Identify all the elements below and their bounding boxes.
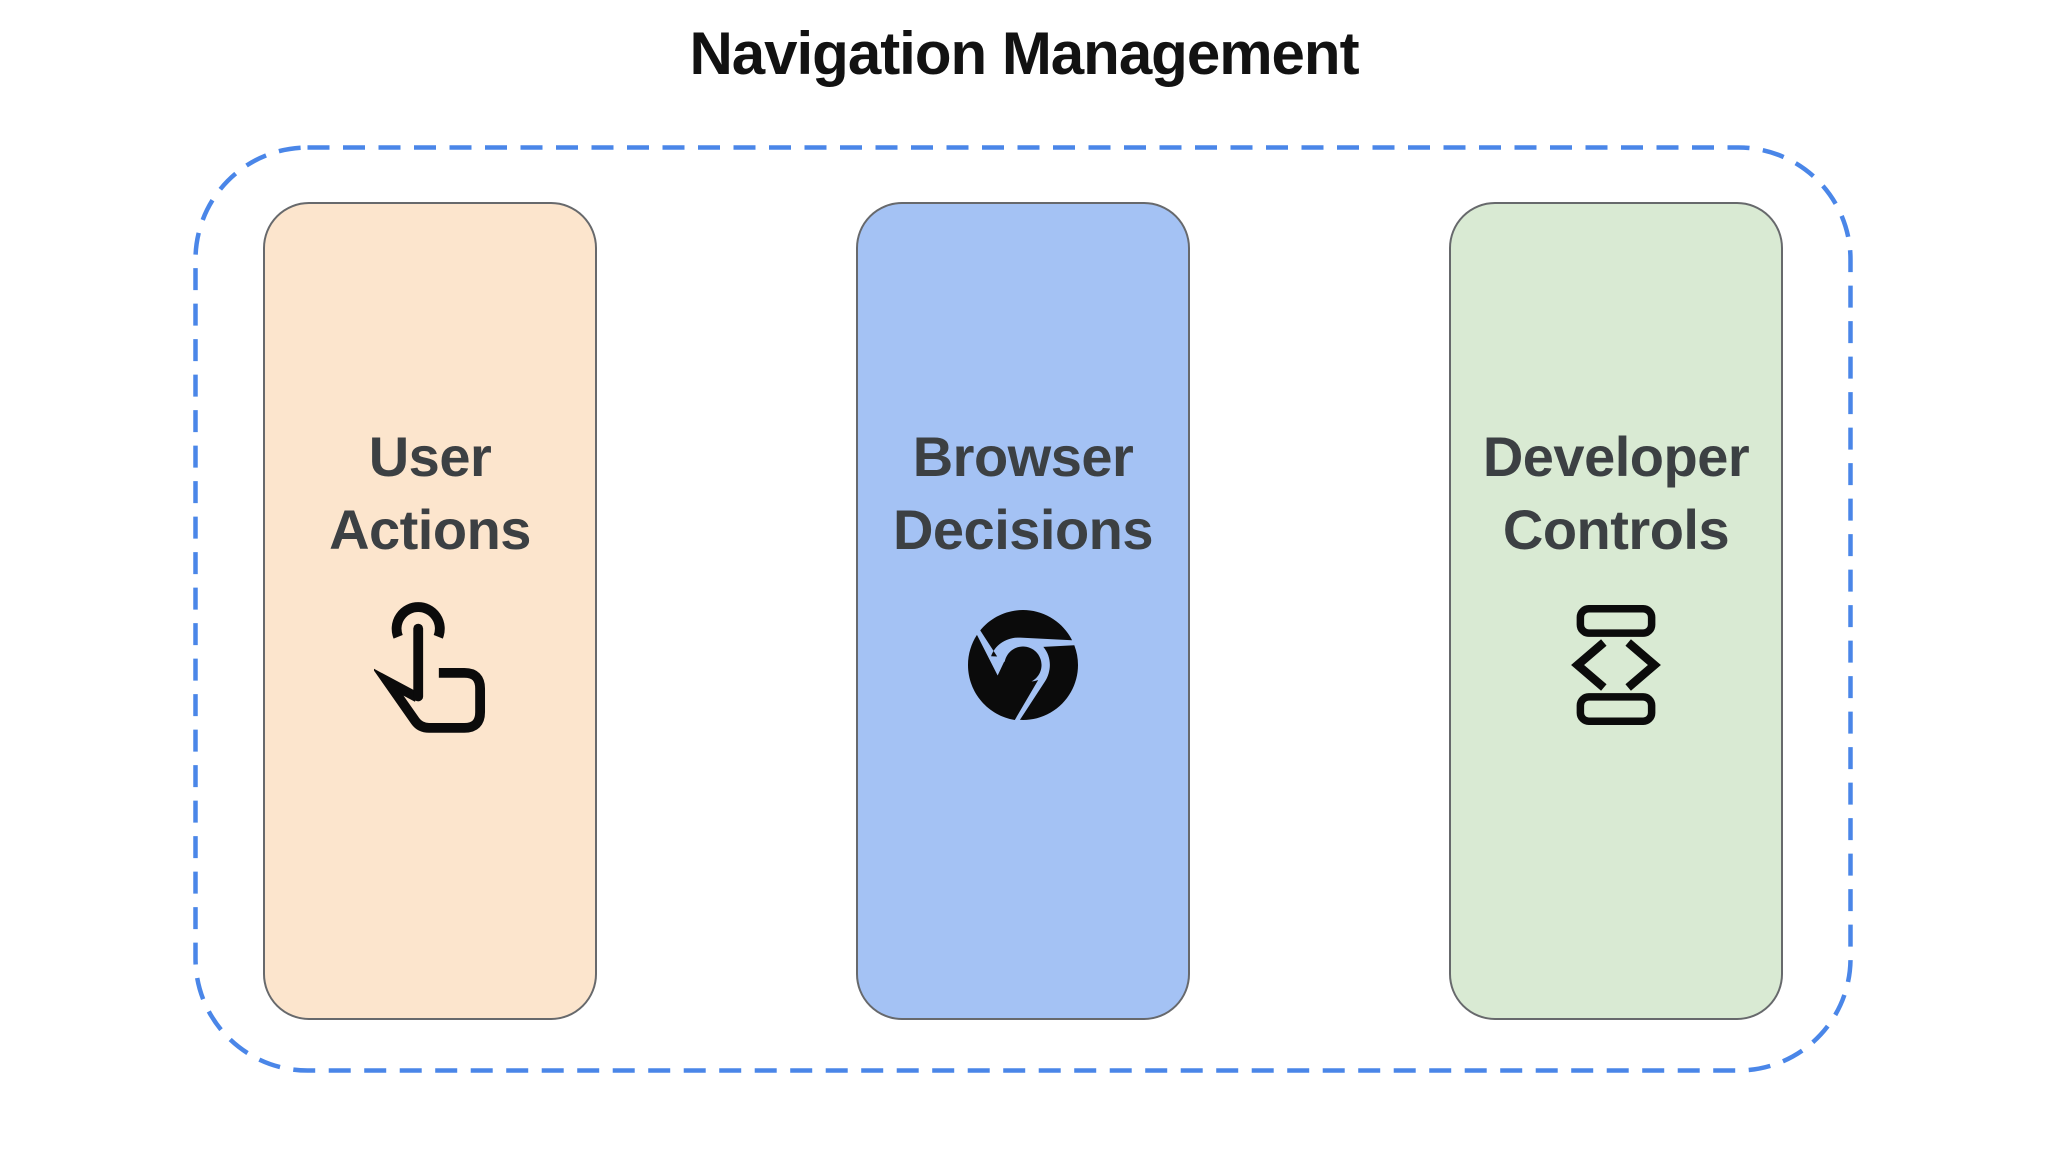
- page-title: Navigation Management: [689, 20, 1359, 87]
- card-label: Developer Controls: [1482, 425, 1750, 561]
- cards-row: User Actions Browser Decisions: [263, 202, 1783, 1020]
- card-developer-controls: Developer Controls: [1449, 202, 1783, 1020]
- touch-gesture-icon: [374, 590, 486, 740]
- card-browser-decisions: Browser Decisions: [856, 202, 1190, 1020]
- navigation-management-group: User Actions Browser Decisions: [193, 145, 1853, 1073]
- developer-mode-icon: [1571, 590, 1661, 740]
- card-label: User Actions: [329, 425, 531, 561]
- card-label: Browser Decisions: [892, 425, 1154, 561]
- chrome-browser-icon: [968, 590, 1078, 740]
- card-user-actions: User Actions: [263, 202, 597, 1020]
- dashed-boundary-outline: [193, 145, 1853, 1073]
- dashed-boundary: [193, 145, 1853, 1073]
